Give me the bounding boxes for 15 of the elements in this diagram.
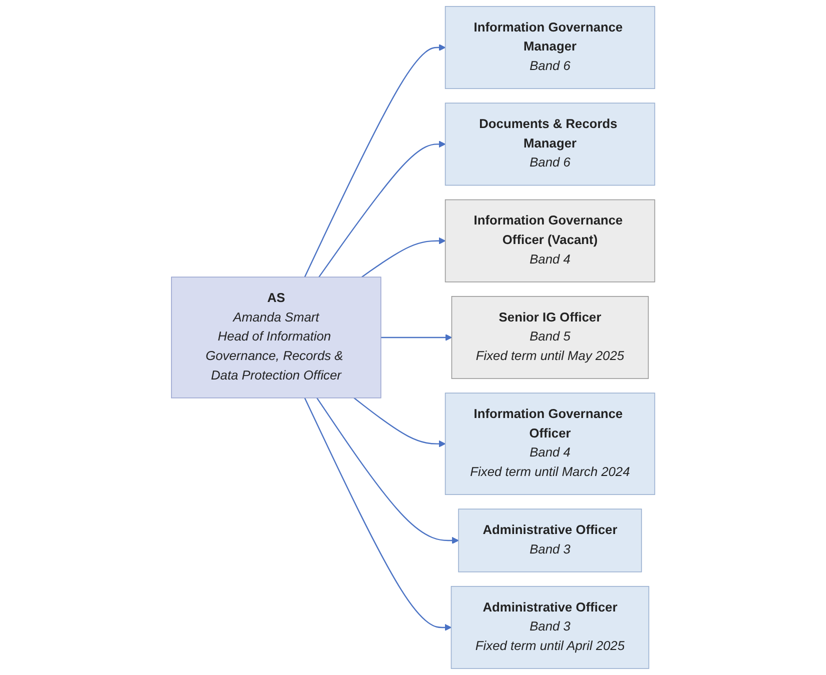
node-box: AS Amanda Smart Head of Information Governance, Records & Data Protection Officer (170, 276, 382, 398)
node-box: Administrative Officer Band 3 (458, 508, 642, 572)
node-box: Administrative Officer Band 3 Fixed term until April 2025 (450, 586, 650, 669)
arrow (304, 398, 452, 631)
arrow (354, 397, 446, 448)
arrow (318, 140, 446, 278)
arrow (380, 334, 452, 342)
node-box: Information Governance Manager Band 6 (444, 6, 656, 89)
arrow (316, 398, 459, 544)
node-box: Senior IG Officer Band 5 Fixed term until May 2025 (451, 296, 649, 379)
arrow (304, 44, 446, 278)
arrow (361, 237, 446, 278)
node-box: Documents & Records Manager Band 6 (444, 102, 656, 186)
node-box: Information Governance Officer (Vacant) Band 4 (444, 199, 656, 282)
node-box: Information Governance Officer Band 4 Fixed term until March 2024 (444, 392, 656, 495)
